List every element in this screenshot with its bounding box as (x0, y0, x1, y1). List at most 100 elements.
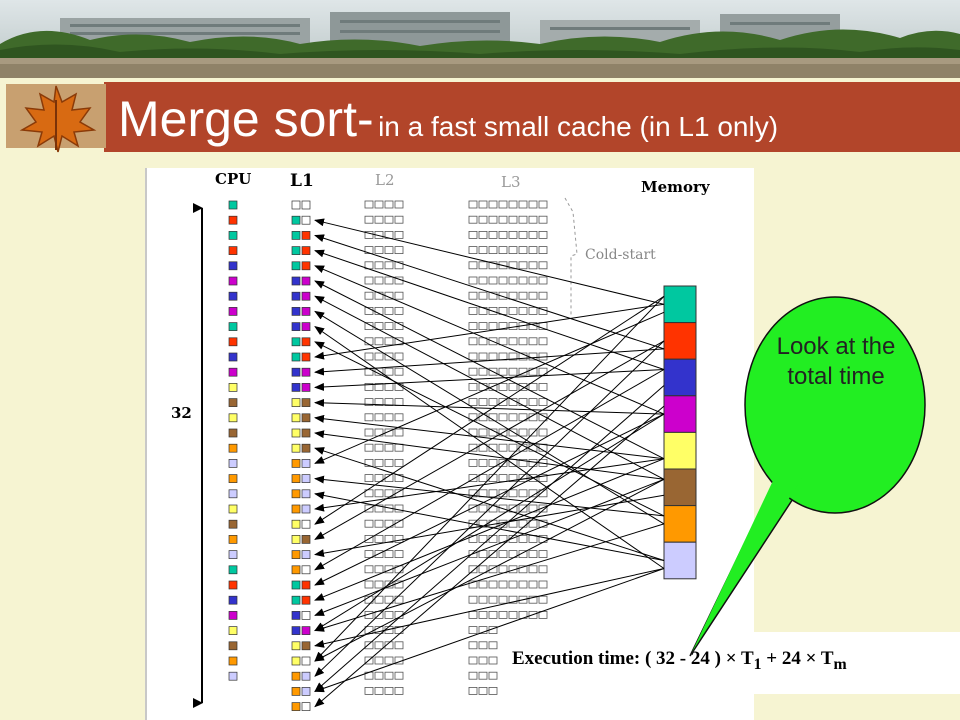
transfer-arrow (314, 413, 665, 586)
l3-block (488, 610, 498, 619)
l3-block (468, 276, 478, 285)
l3-block (518, 519, 528, 528)
l2-block (374, 398, 384, 407)
transfer-arrow (314, 280, 665, 460)
l3-block (478, 534, 488, 543)
l3-block (528, 382, 538, 391)
l2-label: L2 (375, 171, 395, 189)
l3-block (498, 610, 508, 619)
cache-diagram: CPU L1 L2 L3 Memory Cold-start 32 (145, 168, 754, 720)
l3-block (518, 534, 528, 543)
l1-block (291, 489, 301, 499)
l3-block (518, 306, 528, 315)
l3-block (518, 215, 528, 224)
l2-block (384, 306, 394, 315)
l2-block (394, 231, 404, 239)
l3-block (488, 656, 498, 665)
execution-formula: ( 32 - 24 ) × T (644, 648, 754, 669)
l2-block (394, 413, 404, 422)
l1-block (301, 291, 311, 301)
l1-block (301, 352, 311, 362)
transfer-arrow (314, 341, 665, 517)
l3-block (488, 687, 498, 695)
l1-block (301, 641, 311, 651)
transfer-arrow (314, 447, 665, 561)
l3-block (538, 580, 548, 589)
l3-block (488, 489, 498, 498)
l2-block (394, 550, 404, 559)
l1-block (301, 550, 311, 559)
l3-block (508, 246, 518, 254)
l3-block (518, 489, 528, 498)
cpu-access-square (228, 474, 238, 483)
l3-block (538, 550, 548, 559)
l3-block (478, 200, 488, 209)
l1-block (291, 428, 301, 438)
l3-block (528, 398, 538, 407)
l3-block (498, 458, 508, 467)
l1-block (291, 656, 301, 666)
transfer-arrows (314, 218, 665, 708)
l3-block (508, 322, 518, 331)
l1-block (301, 231, 311, 240)
l2-block (374, 413, 384, 422)
l3-block (478, 550, 488, 559)
l3-block (468, 246, 478, 254)
l3-block (508, 413, 518, 422)
transfer-arrow (314, 568, 665, 648)
l1-block (291, 565, 301, 575)
l3-block (468, 322, 478, 331)
l2-block (374, 200, 384, 209)
memory-label: Memory (641, 178, 711, 196)
cpu-access-square (228, 322, 238, 331)
l3-block (518, 458, 528, 467)
l3-block (498, 215, 508, 224)
l3-block (498, 595, 508, 604)
title-bar (104, 82, 960, 152)
l3-block (508, 382, 518, 391)
l3-block (488, 550, 498, 559)
l2-block (364, 231, 374, 239)
l3-block (468, 306, 478, 315)
transfer-arrow (314, 478, 665, 616)
l3-block (488, 382, 498, 391)
cpu-access-square (228, 580, 238, 590)
l3-block (478, 641, 488, 650)
l3-block (518, 550, 528, 559)
memory-blocks (663, 285, 697, 580)
l3-block (518, 261, 528, 270)
cpu-access-square (228, 641, 238, 651)
l2-block (374, 565, 384, 574)
l3-block (498, 246, 508, 254)
l2-block (384, 276, 394, 285)
l3-block (528, 337, 538, 346)
l2-block (374, 595, 384, 604)
l1-block (301, 611, 311, 620)
l1-block (301, 428, 311, 438)
transfer-arrow (314, 385, 665, 693)
subscript-1: 1 (753, 655, 762, 673)
transfer-arrow (314, 398, 665, 415)
l3-block (488, 458, 498, 467)
l3-block (478, 276, 488, 285)
l2-block (374, 504, 384, 513)
cpu-access-square (228, 307, 238, 316)
l2-block (384, 443, 394, 452)
cpu-access-square (228, 626, 238, 635)
l3-block (478, 565, 488, 574)
l2-block (374, 276, 384, 285)
l1-block (301, 322, 311, 331)
l3-block (508, 534, 518, 543)
l3-block (488, 322, 498, 331)
l2-block (394, 428, 404, 437)
l3-block (508, 276, 518, 285)
l3-block (508, 443, 518, 452)
l3-block (468, 534, 478, 543)
l3-block (478, 580, 488, 589)
l2-block (384, 428, 394, 437)
l2-block (374, 337, 384, 346)
l3-block (498, 382, 508, 391)
l2-block (364, 458, 374, 467)
l2-block (394, 200, 404, 209)
l2-block (394, 246, 404, 254)
